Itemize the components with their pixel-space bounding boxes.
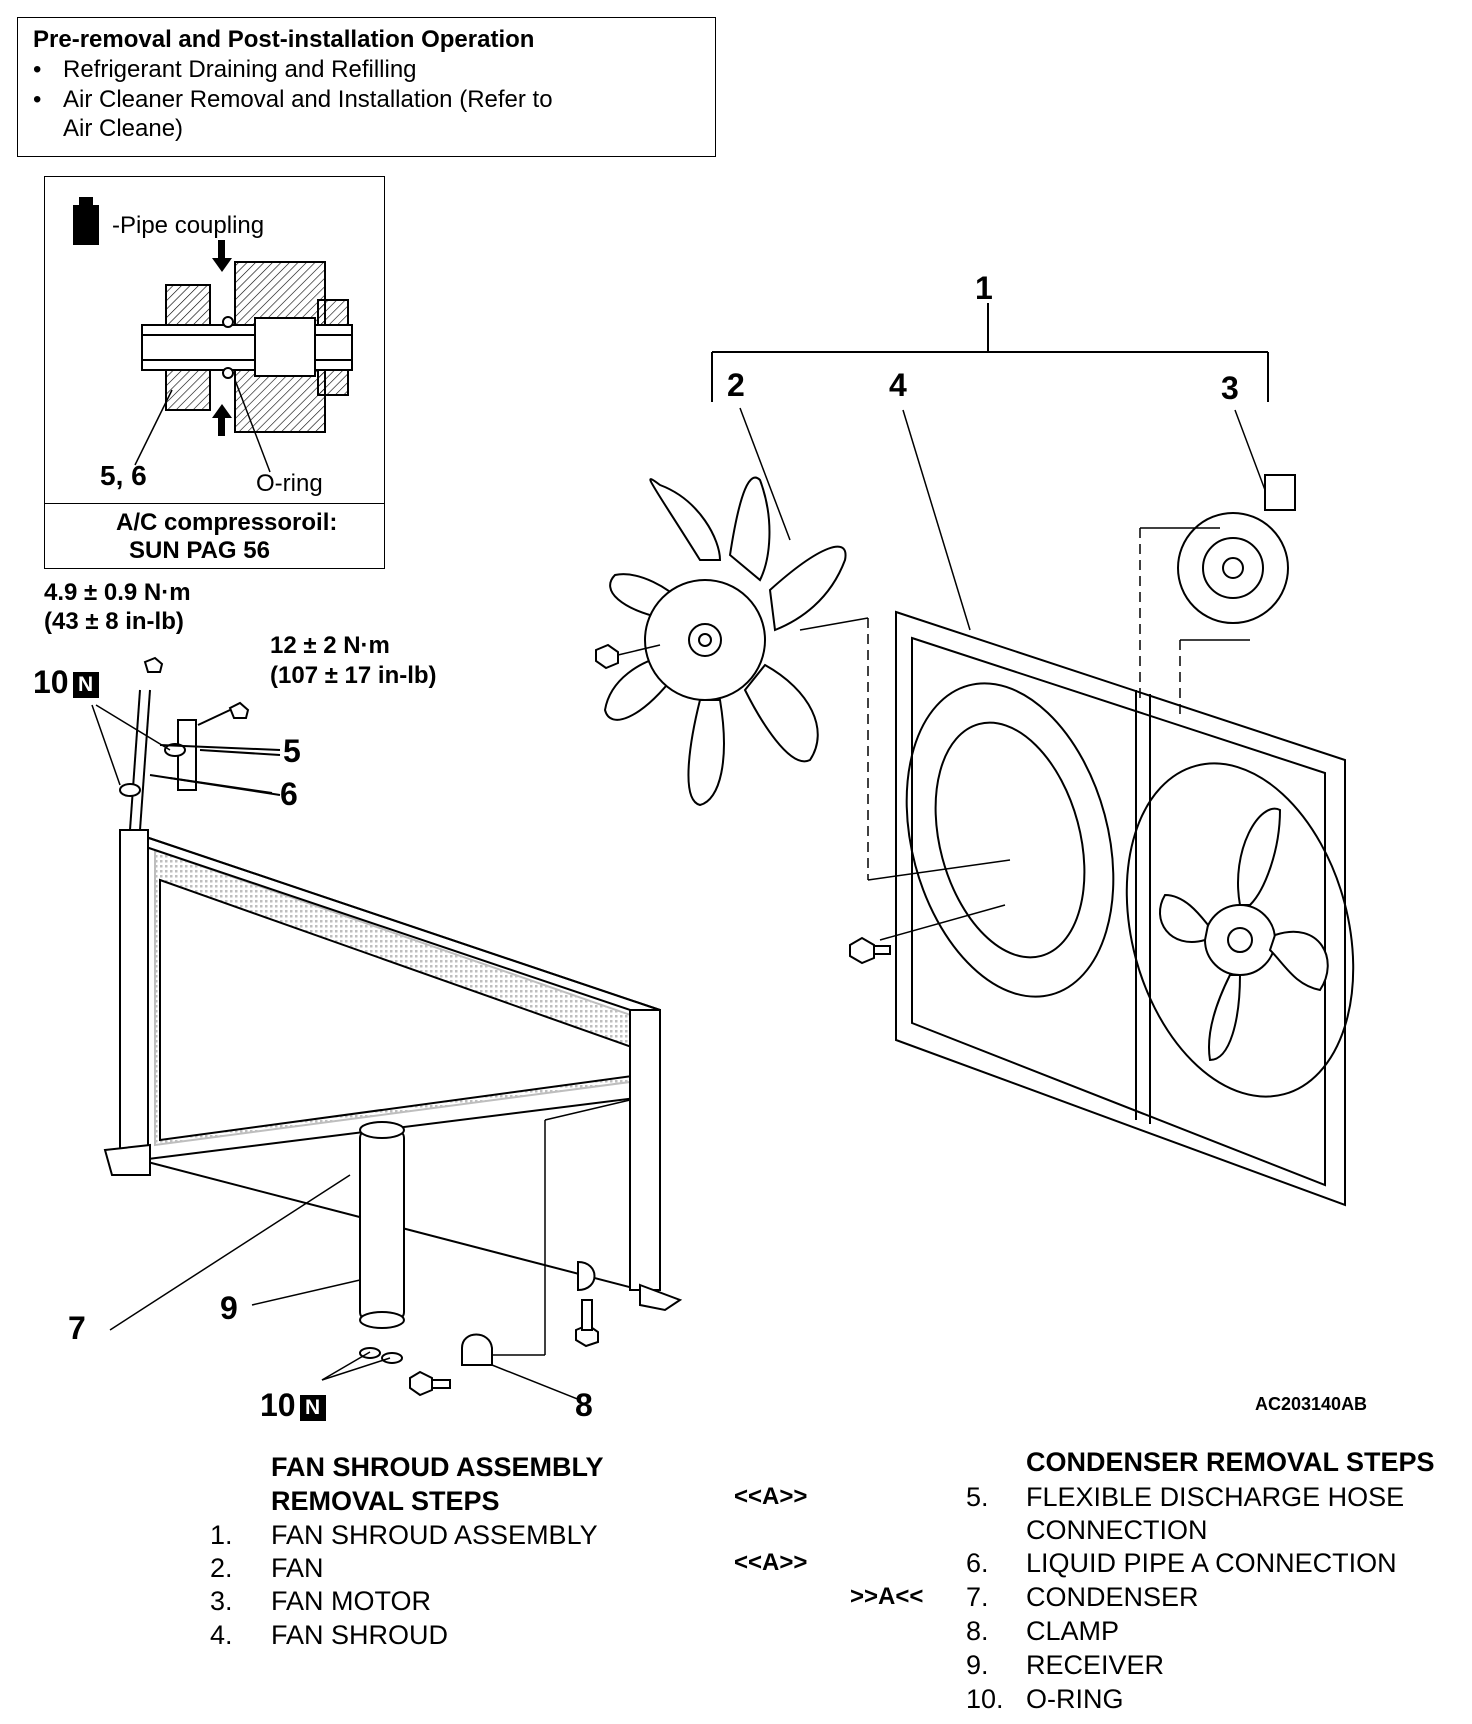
fan-step-num: 4.	[210, 1620, 233, 1650]
condenser-steps-heading: CONDENSER REMOVAL STEPS	[1026, 1447, 1435, 1477]
fan-step-label: FAN MOTOR	[271, 1586, 432, 1616]
condenser-step-num: 7.	[966, 1582, 989, 1612]
oil-spec-line1: A/C compressoroil:	[116, 509, 338, 536]
fan-step-label: FAN	[271, 1553, 324, 1583]
condenser-step-label: RECEIVER	[1026, 1650, 1165, 1680]
torque-1-nm: 4.9 ± 0.9 N·m	[44, 579, 191, 606]
inset-divider	[44, 503, 385, 504]
bullet: •	[33, 56, 42, 83]
pipe-coupling-icon	[73, 197, 99, 245]
condenser-step-num: 8.	[966, 1616, 989, 1646]
condenser-step-label: LIQUID PIPE A CONNECTION	[1026, 1548, 1397, 1578]
fan-step-num: 1.	[210, 1520, 233, 1550]
fan-shroud-drawing	[895, 610, 1355, 1207]
n-mark-icon: N	[299, 1394, 326, 1421]
callout-9: 9	[220, 1290, 238, 1326]
pipe-coupling-inset	[44, 176, 385, 569]
service-mark: <<A>>	[734, 1549, 808, 1576]
service-mark: <<A>>	[734, 1483, 808, 1510]
torque-2-inlb: (107 ± 17 in-lb)	[270, 662, 437, 689]
inset-part-ref: 5, 6	[100, 460, 147, 491]
shroud-bolt	[849, 936, 891, 965]
n-mark-icon: N	[72, 671, 99, 698]
callout-8: 8	[575, 1387, 593, 1423]
group-bracket	[711, 303, 1269, 402]
condenser-step-label: FLEXIBLE DISCHARGE HOSE	[1026, 1482, 1405, 1512]
condenser-step-label: CONDENSER	[1026, 1582, 1199, 1612]
callout-6: 6	[280, 776, 298, 812]
callout-4: 4	[889, 367, 907, 403]
condenser-step-label-cont: CONNECTION	[1026, 1515, 1208, 1545]
hose-connections	[119, 656, 281, 831]
callout-2: 2	[727, 367, 745, 403]
pipe-coupling-arrows	[212, 240, 232, 436]
clamp-drawing	[409, 1260, 599, 1397]
torque-2-nm: 12 ± 2 N·m	[270, 632, 390, 659]
fan-step-label: FAN SHROUD ASSEMBLY	[271, 1520, 598, 1550]
condenser-step-num: 6.	[966, 1548, 989, 1578]
condenser-step-label: O-RING	[1026, 1684, 1124, 1714]
oil-spec-line2: SUN PAG 56	[129, 537, 270, 564]
fan-step-num: 3.	[210, 1586, 233, 1616]
pre-removal-item: •Air Cleaner Removal and Installation (R…	[33, 86, 553, 113]
condenser-step-num: 9.	[966, 1650, 989, 1680]
figure-code: AC203140AB	[1255, 1394, 1368, 1414]
pre-removal-title: Pre-removal and Post-installation Operat…	[33, 26, 535, 53]
callout-3: 3	[1221, 370, 1239, 406]
service-mark: >>A<<	[850, 1583, 924, 1610]
torque-1-inlb: (43 ± 8 in-lb)	[44, 608, 184, 635]
fan-steps-heading-1: FAN SHROUD ASSEMBLY	[271, 1452, 604, 1482]
callout-7: 7	[68, 1310, 86, 1346]
callout-5: 5	[283, 733, 301, 769]
fan-step-num: 2.	[210, 1553, 233, 1583]
fan-motor-drawing	[1177, 474, 1296, 624]
oring-label: O-ring	[256, 470, 323, 497]
fan-step-label: FAN SHROUD	[271, 1620, 449, 1650]
pipe-coupling-legend: -Pipe coupling	[112, 212, 265, 239]
pre-removal-item-continuation: Air Cleane)	[63, 115, 184, 142]
fan-steps-heading-2: REMOVAL STEPS	[271, 1486, 500, 1516]
fan-nut	[595, 643, 619, 670]
condenser-step-num: 10.	[966, 1684, 1004, 1714]
pipe-coupling-section	[141, 261, 353, 433]
receiver-drawing	[359, 1121, 405, 1364]
pre-removal-item: •Refrigerant Draining and Refilling	[33, 56, 417, 83]
condenser-drawing	[103, 829, 683, 1312]
bullet: •	[33, 86, 42, 113]
fan-blade-drawing	[603, 476, 847, 807]
pre-removal-box	[17, 17, 716, 157]
condenser-step-label: CLAMP	[1026, 1616, 1120, 1646]
callout-1: 1	[975, 270, 993, 306]
condenser-step-num: 5.	[966, 1482, 989, 1512]
